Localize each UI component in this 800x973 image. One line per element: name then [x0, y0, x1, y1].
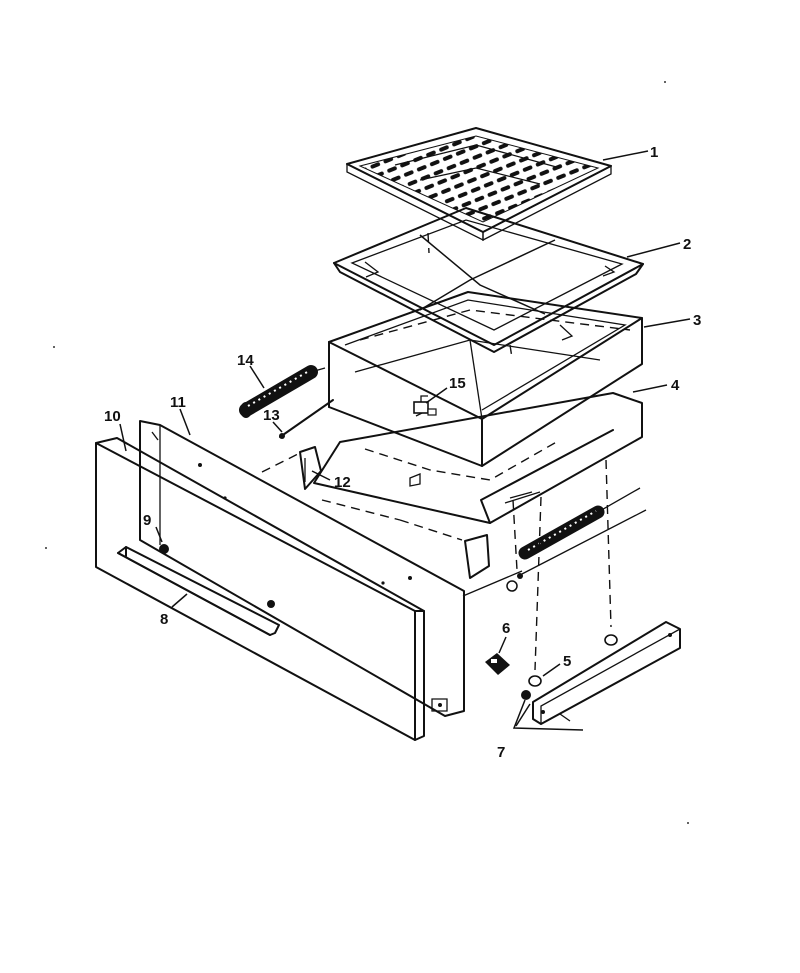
mounting-clip [485, 653, 510, 675]
callout-12: 12 [334, 474, 351, 491]
callout-7: 7 [497, 744, 505, 761]
inner-drawer-front [139, 420, 465, 717]
outer-drawer-panel [95, 437, 425, 741]
rear-bracket [299, 446, 322, 490]
drawer-side-panel [313, 392, 643, 524]
callout-3: 3 [693, 312, 701, 329]
callout-4: 4 [671, 377, 680, 394]
callout-10: 10 [104, 408, 121, 425]
callout-11: 11 [170, 394, 186, 411]
front-bracket [464, 534, 490, 579]
drawer-spring-left [239, 365, 326, 418]
callout-13: 13 [263, 407, 280, 424]
drawer-body [328, 291, 643, 467]
drawer-spring-right [506, 487, 647, 592]
callout-2: 2 [683, 236, 691, 253]
broiler-grid [346, 127, 612, 242]
drawer-rod-left [279, 399, 334, 439]
callout-8: 8 [160, 611, 168, 628]
assembly-lines [261, 232, 612, 671]
drawer-stop [528, 634, 618, 687]
lower-brackets [431, 698, 448, 712]
callout-15: 15 [449, 375, 466, 392]
callout-labels: 1 2 3 4 5 6 7 8 9 10 11 12 13 14 15 [104, 144, 701, 761]
bottom-rail [521, 621, 681, 725]
paper-specks [45, 81, 689, 824]
drawer-roller [413, 395, 437, 416]
callout-5: 5 [563, 653, 571, 670]
callout-9: 9 [143, 512, 151, 529]
callout-6: 6 [502, 620, 510, 637]
drawer-handle [117, 546, 280, 636]
callout-14: 14 [237, 352, 254, 369]
callout-1: 1 [650, 144, 658, 161]
leader-lines [119, 150, 691, 731]
handle-screw [159, 544, 275, 608]
